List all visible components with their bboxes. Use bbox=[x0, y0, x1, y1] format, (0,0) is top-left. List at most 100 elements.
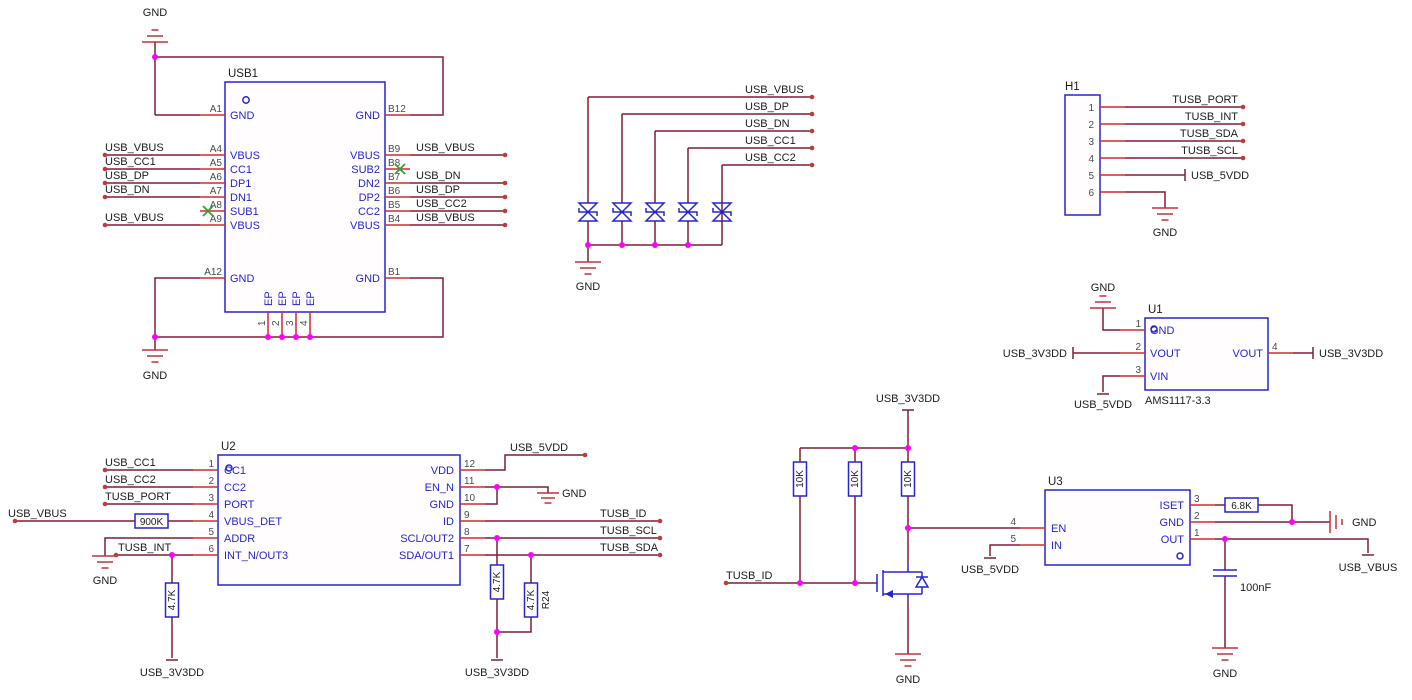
u3-pin-stubs[interactable] bbox=[1020, 504, 1215, 546]
resistor-sda-pullup[interactable]: 4.7K R24 bbox=[523, 582, 553, 618]
net-label[interactable]: USB_CC2 bbox=[105, 474, 156, 486]
tvs-wires[interactable] bbox=[587, 96, 812, 262]
gnd-symbol-u2-addr[interactable] bbox=[92, 555, 118, 569]
no-connect-icon[interactable] bbox=[394, 163, 406, 175]
gnd-symbol-usb1-bottom[interactable] bbox=[142, 349, 168, 363]
power-net-label[interactable]: USB_3V3DD bbox=[140, 667, 204, 679]
tvs-diode[interactable] bbox=[611, 202, 633, 222]
net-label[interactable]: USB_VBUS bbox=[416, 142, 475, 154]
u3-body[interactable] bbox=[1044, 489, 1191, 566]
u1-wires[interactable] bbox=[1073, 308, 1313, 392]
net-label[interactable]: TUSB_SDA bbox=[1180, 128, 1239, 140]
u2-refdes[interactable]: U2 bbox=[221, 441, 236, 453]
gnd-symbol-tvs[interactable] bbox=[575, 261, 601, 275]
u1-regulator[interactable]: U1 1 2 3 4 GND VOUT VIN VOUT AMS1117-3.3 bbox=[1120, 304, 1293, 407]
gnd-symbol-u1[interactable] bbox=[1090, 295, 1116, 309]
net-label[interactable]: USB_CC2 bbox=[745, 152, 796, 164]
u2-controller[interactable]: U2 1 2 3 4 5 6 CC1 CC2 PORT VBUS_DET ADD… bbox=[193, 441, 485, 586]
net-label[interactable]: TUSB_SCL bbox=[600, 525, 657, 537]
h1-refdes[interactable]: H1 bbox=[1065, 81, 1080, 93]
gnd-symbol-u3-right[interactable] bbox=[1329, 511, 1343, 533]
power-net-label[interactable]: USB_3V3DD bbox=[465, 667, 529, 679]
net-label[interactable]: TUSB_INT bbox=[1185, 111, 1238, 123]
net-label[interactable]: USB_VBUS bbox=[745, 84, 804, 96]
usb1-connector[interactable]: USB1 A1 A4 A5 A6 A7 A8 A9 A12 GND VBUS C… bbox=[200, 68, 410, 337]
gnd-label[interactable]: GND bbox=[1213, 668, 1238, 680]
usb1-refdes[interactable]: USB1 bbox=[228, 68, 258, 80]
net-label[interactable]: USB_DN bbox=[416, 170, 461, 182]
usb1-wires[interactable] bbox=[105, 42, 505, 350]
net-label[interactable]: TUSB_PORT bbox=[105, 491, 171, 503]
gnd-label[interactable]: GND bbox=[143, 7, 168, 19]
net-label[interactable]: TUSB_SCL bbox=[1181, 145, 1238, 157]
net-label[interactable]: USB_DP bbox=[745, 101, 789, 113]
net-label[interactable]: TUSB_ID bbox=[600, 508, 647, 520]
gnd-label[interactable]: GND bbox=[1091, 282, 1116, 294]
gnd-label[interactable]: GND bbox=[896, 674, 921, 686]
power-net-label[interactable]: USB_5VDD bbox=[961, 564, 1019, 576]
gnd-symbol-cap[interactable] bbox=[1212, 647, 1238, 661]
u3-refdes[interactable]: U3 bbox=[1048, 476, 1063, 488]
tvs-diode[interactable] bbox=[677, 202, 699, 222]
h1-pin-stubs[interactable] bbox=[1100, 106, 1125, 193]
u2-pin-stubs[interactable] bbox=[193, 469, 485, 556]
net-label[interactable]: TUSB_ID bbox=[726, 570, 773, 582]
net-label[interactable]: USB_VBUS bbox=[8, 508, 67, 520]
nmos-transistor[interactable] bbox=[876, 565, 930, 600]
u3-load-switch[interactable]: U3 4 5 3 2 1 EN IN ISET GND OUT bbox=[1010, 476, 1215, 566]
power-net-label[interactable]: USB_VBUS bbox=[1339, 562, 1398, 574]
tvs-diode[interactable] bbox=[644, 202, 666, 222]
power-net-label[interactable]: USB_5VDD bbox=[1191, 170, 1249, 182]
gnd-symbol-mosfet[interactable] bbox=[895, 653, 921, 667]
tvs-diode[interactable] bbox=[577, 202, 599, 222]
power-net-label[interactable]: USB_5VDD bbox=[1074, 399, 1132, 411]
gnd-symbol-u2-en[interactable] bbox=[537, 492, 559, 504]
u3-wires[interactable] bbox=[1215, 504, 1369, 648]
net-label[interactable]: USB_DP bbox=[416, 184, 460, 196]
h1-connector[interactable]: H1 1 2 3 4 5 6 bbox=[1064, 81, 1125, 216]
power-net-label[interactable]: USB_3V3DD bbox=[876, 393, 940, 405]
resistor-10k-2[interactable]: 10K bbox=[847, 461, 863, 497]
gnd-label[interactable]: GND bbox=[1352, 517, 1377, 529]
power-net-label[interactable]: USB_3V3DD bbox=[1003, 348, 1067, 360]
resistor-iset[interactable]: 6.8K bbox=[1224, 497, 1259, 513]
net-label[interactable]: USB_CC1 bbox=[745, 135, 796, 147]
u1-refdes[interactable]: U1 bbox=[1148, 304, 1163, 316]
net-label[interactable]: USB_DP bbox=[105, 170, 149, 182]
net-label[interactable]: TUSB_INT bbox=[118, 542, 171, 554]
net-label[interactable]: USB_DN bbox=[745, 118, 790, 130]
no-connect-icon[interactable] bbox=[202, 205, 214, 217]
u1-pin-stubs[interactable] bbox=[1120, 329, 1293, 377]
net-label[interactable]: TUSB_PORT bbox=[1172, 94, 1238, 106]
capacitor-100nf[interactable]: 100nF bbox=[1213, 569, 1271, 594]
resistor-10k-3[interactable]: 10K bbox=[900, 461, 916, 497]
u2-wires[interactable] bbox=[15, 454, 660, 658]
net-label[interactable]: USB_CC2 bbox=[416, 198, 467, 210]
gnd-symbol-usb1-top[interactable] bbox=[142, 29, 168, 43]
net-label[interactable]: USB_DN bbox=[105, 184, 150, 196]
gnd-label[interactable]: GND bbox=[1153, 227, 1178, 239]
resistor-10k-1[interactable]: 10K bbox=[792, 461, 808, 497]
resistor-scl-pullup[interactable]: 4.7K bbox=[489, 564, 505, 600]
h1-body[interactable] bbox=[1064, 94, 1101, 216]
usb1-pin-stubs[interactable] bbox=[200, 114, 410, 337]
net-label[interactable]: USB_CC1 bbox=[105, 457, 156, 469]
net-label[interactable]: USB_VBUS bbox=[105, 142, 164, 154]
resistor-900k[interactable]: 900K bbox=[134, 513, 169, 529]
resistor-int-pullup[interactable]: 4.7K bbox=[164, 582, 180, 618]
net-label[interactable]: TUSB_SDA bbox=[600, 542, 659, 554]
u1-value[interactable]: AMS1117-3.3 bbox=[1145, 395, 1211, 407]
h1-wires[interactable] bbox=[1125, 106, 1243, 208]
gnd-label[interactable]: GND bbox=[576, 281, 601, 293]
gnd-label[interactable]: GND bbox=[143, 370, 168, 382]
gnd-symbol-h1[interactable] bbox=[1152, 207, 1178, 221]
net-label[interactable]: USB_CC1 bbox=[105, 156, 156, 168]
u1-body[interactable] bbox=[1144, 317, 1269, 391]
net-label[interactable]: USB_5VDD bbox=[510, 442, 568, 454]
gnd-label[interactable]: GND bbox=[562, 488, 587, 500]
net-label[interactable]: USB_VBUS bbox=[105, 212, 164, 224]
usb1-body[interactable] bbox=[224, 81, 386, 313]
power-net-label[interactable]: USB_3V3DD bbox=[1319, 348, 1383, 360]
tvs-diode[interactable] bbox=[711, 202, 733, 222]
